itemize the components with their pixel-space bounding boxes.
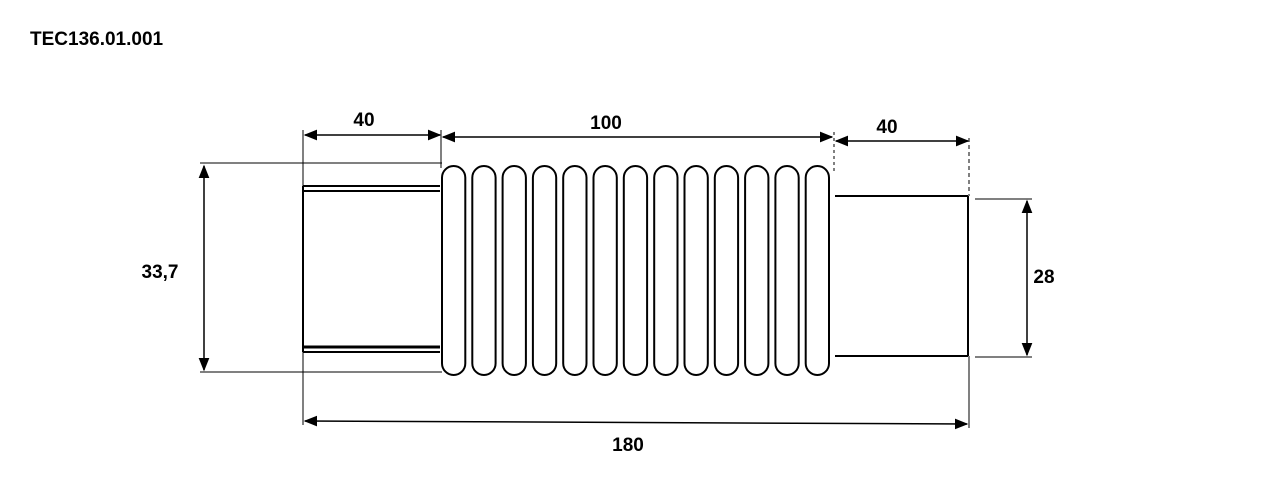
- bellows-convolutions: [441, 165, 831, 376]
- bellows-convolution: [713, 165, 740, 376]
- dim-label-right-end: 40: [876, 117, 897, 138]
- bellows-convolution: [562, 165, 588, 376]
- bellows-convolution: [471, 165, 497, 376]
- bellows-convolution: [804, 165, 831, 376]
- bellows-convolution: [683, 165, 709, 376]
- bellows-convolution: [501, 165, 527, 376]
- part-code: TEC136.01.001: [30, 29, 164, 50]
- dim-label-left-end: 40: [353, 110, 374, 131]
- dim-label-outer-diameter: 33,7: [142, 262, 179, 283]
- extension-lines: [200, 130, 1032, 428]
- left-pipe-end: [302, 185, 440, 353]
- dim-label-bellows: 100: [590, 113, 622, 134]
- bellows-convolution: [774, 165, 800, 376]
- right-pipe-end: [835, 195, 969, 357]
- bellows-convolution: [622, 165, 649, 376]
- bellows-convolution: [441, 165, 467, 376]
- bellows-convolution: [744, 165, 770, 376]
- dim-label-total-length: 180: [612, 435, 644, 456]
- dim-label-inner-diameter: 28: [1033, 267, 1054, 288]
- bellows-convolution: [653, 165, 679, 376]
- dim-line-total-length: [303, 415, 969, 430]
- dimension-lines: [198, 129, 1033, 430]
- bellows-convolution: [592, 165, 618, 376]
- bellows-convolution: [531, 165, 558, 376]
